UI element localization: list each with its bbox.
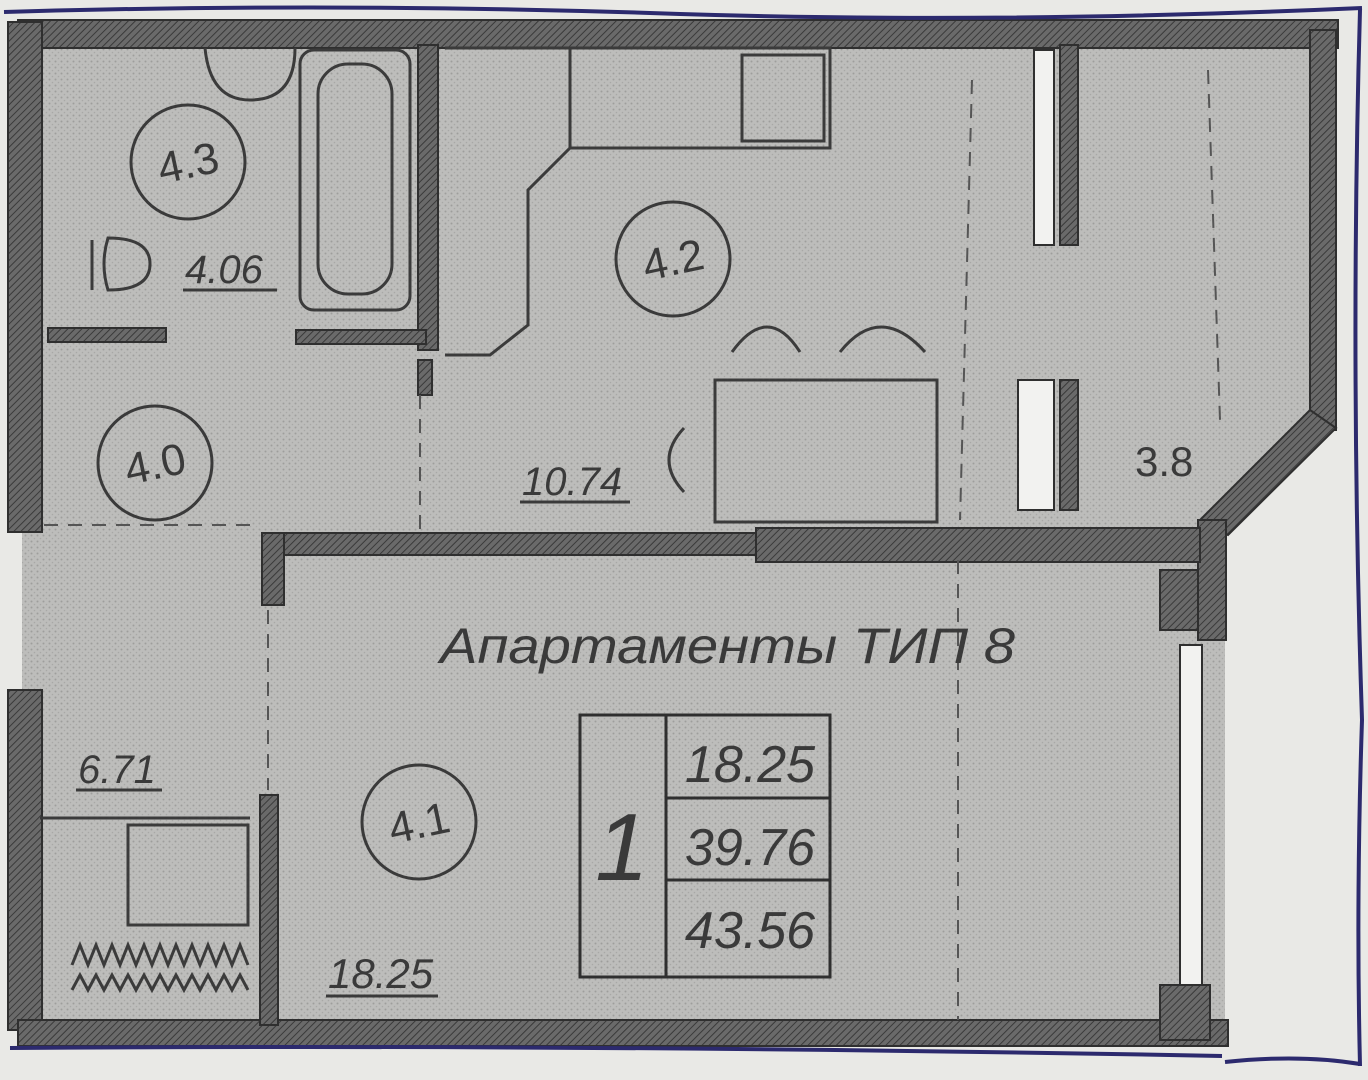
summary-total-area: 39.76 — [685, 819, 815, 877]
bathtub-icon — [298, 48, 412, 312]
area-summary-table: 1 18.25 39.76 43.56 — [578, 713, 832, 979]
room-area-bathroom: 4.06 — [183, 248, 277, 292]
ink-border — [3, 5, 1365, 1067]
svg-text:3.8: 3.8 — [1135, 438, 1193, 485]
summary-rooms-count: 1 — [595, 794, 648, 901]
svg-text:6.71: 6.71 — [78, 748, 156, 792]
svg-text:4.06: 4.06 — [185, 248, 264, 292]
room-area-kitchen: 10.74 — [520, 460, 630, 504]
windows — [1017, 49, 1203, 986]
room-area-living-room: 18.25 — [326, 950, 438, 998]
summary-living-area: 18.25 — [685, 736, 816, 794]
dining-table-icon — [667, 325, 939, 524]
interior-walls — [47, 44, 1201, 1026]
room-marker-living-room: 4.1 — [360, 763, 478, 881]
summary-total-with-balcony: 43.56 — [685, 902, 815, 960]
sink-icon — [90, 47, 297, 292]
wardrobe-icon — [40, 816, 250, 994]
room-area-balcony: 3.8 — [1135, 438, 1193, 485]
zone-dashed-lines — [44, 69, 1221, 1020]
room-marker-hall: 4.0 — [96, 404, 214, 522]
kitchen-counter-icon — [445, 46, 832, 357]
svg-text:10.74: 10.74 — [522, 460, 622, 504]
room-area-hall: 6.71 — [76, 748, 162, 792]
floor-area — [22, 22, 1335, 1040]
svg-text:18.25: 18.25 — [328, 950, 434, 997]
outer-walls — [7, 19, 1339, 1047]
plan-title: Апартаменты ТИП 8 — [437, 618, 1016, 674]
